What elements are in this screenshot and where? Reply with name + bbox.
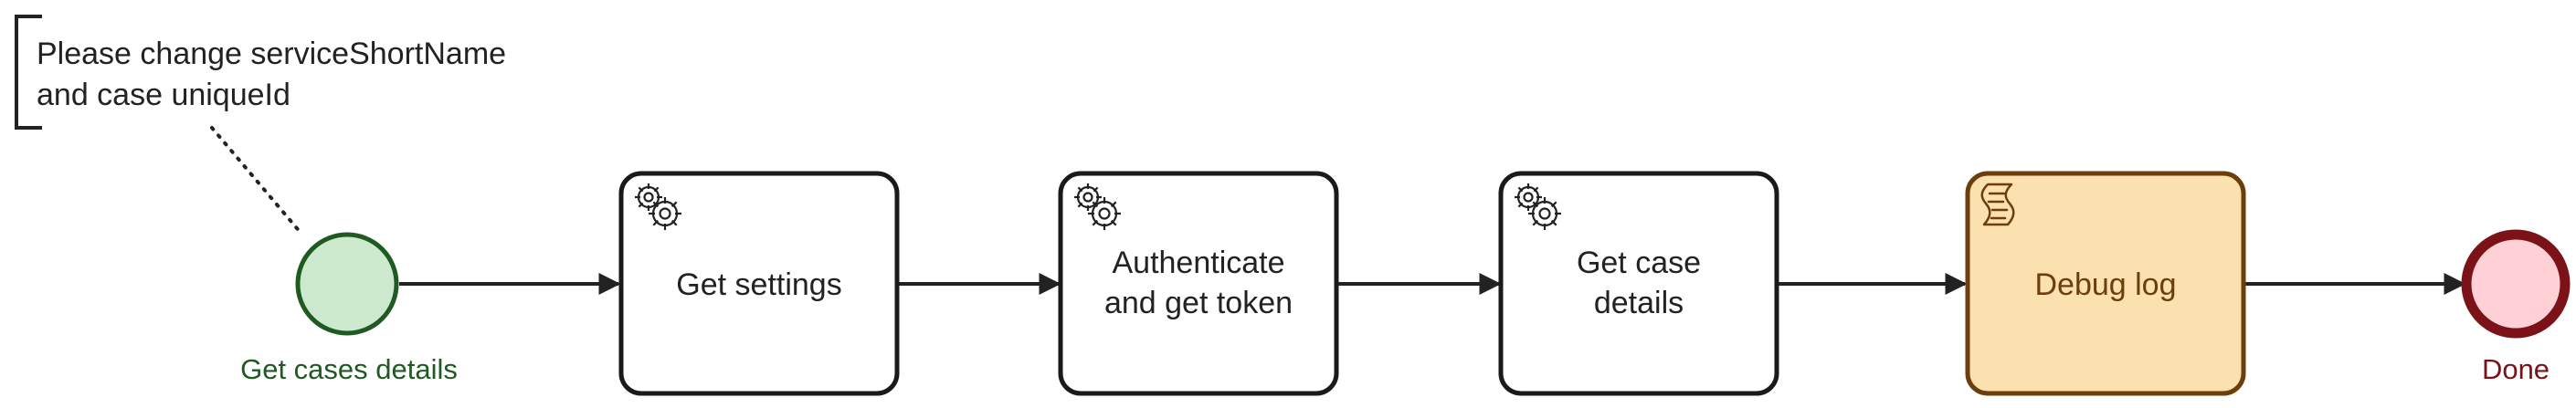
end-event[interactable]: Done [2461, 229, 2571, 385]
task-label: Debug log [2034, 267, 2176, 302]
task-label-line-2: details [1594, 286, 1684, 320]
annotation-line-2: and case uniqueId [37, 78, 290, 112]
task-debug-log[interactable]: Debug log [1965, 171, 2246, 396]
gears-icon [635, 183, 681, 230]
annotation-association [210, 126, 303, 235]
start-event-label: Get cases details [240, 353, 458, 385]
annotation-bracket [15, 15, 42, 130]
start-event[interactable]: Get cases details [240, 232, 458, 385]
task-label-line-2: and get token [1104, 286, 1293, 320]
task-get-settings[interactable]: Get settings [618, 171, 900, 396]
script-icon [1980, 183, 2015, 226]
task-authenticate[interactable]: Authenticate and get token [1058, 171, 1339, 396]
task-label-line-1: Authenticate [1112, 246, 1284, 280]
task-label-line-1: Get case [1577, 246, 1701, 280]
annotation-line-1: Please change serviceShortName [37, 37, 506, 71]
task-get-case-details[interactable]: Get case details [1498, 171, 1779, 396]
task-label: Get settings [676, 267, 841, 302]
end-event-label: Done [2482, 353, 2550, 385]
text-annotation[interactable]: Please change serviceShortName and case … [15, 15, 506, 130]
gears-icon [1074, 183, 1121, 230]
gears-icon [1515, 183, 1561, 230]
